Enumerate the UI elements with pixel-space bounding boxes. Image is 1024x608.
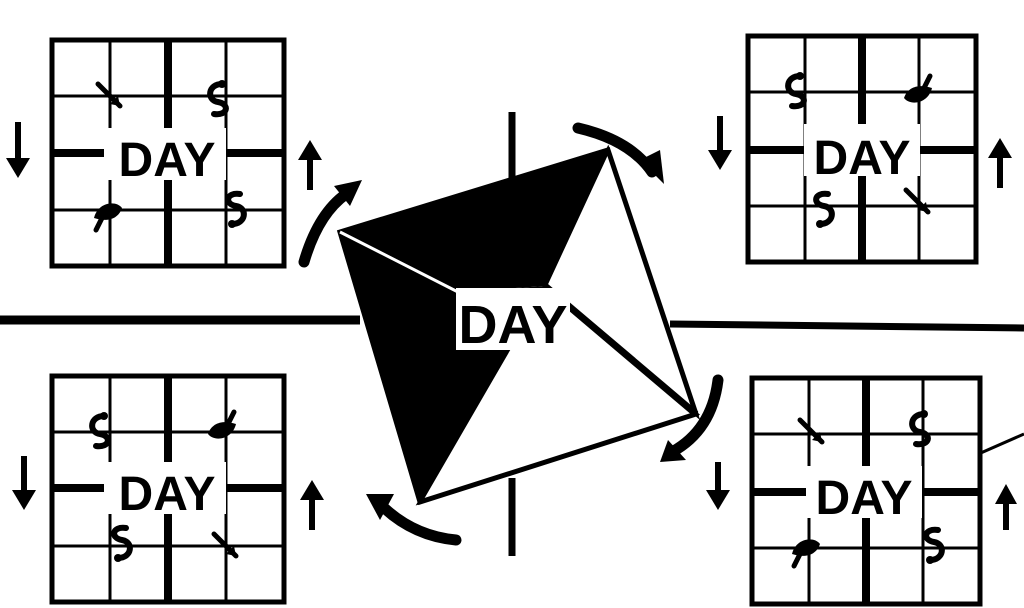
arrow-down-icon — [12, 456, 36, 510]
arrow-down-icon — [708, 116, 732, 170]
arrow-up-icon — [988, 138, 1012, 188]
central-rotating-shape: DAY — [336, 144, 701, 506]
panel-bottom-left-label: DAY — [119, 468, 216, 521]
arrow-up-icon — [300, 480, 324, 530]
rotation-arrow-icon — [572, 122, 664, 184]
horizon-line-right — [669, 320, 1024, 332]
arrow-up-icon — [995, 484, 1017, 530]
rotation-arrow-icon — [366, 494, 462, 546]
rotation-arrow-icon — [298, 180, 362, 268]
panel-top-left-label: DAY — [119, 134, 216, 187]
grid-panel-bottom-left: DAY — [49, 373, 287, 605]
grid-panel-top-left: DAY — [49, 37, 287, 269]
arrow-down-icon — [6, 122, 30, 178]
rotation-arrow-icon — [660, 374, 724, 462]
arrow-up-icon — [298, 140, 322, 190]
arrow-down-icon — [706, 462, 730, 510]
center-day-label: DAY — [458, 295, 567, 355]
grid-panel-bottom-right: DAY — [749, 375, 983, 607]
panel-bottom-right-label: DAY — [816, 472, 913, 525]
panel-top-right-label: DAY — [814, 132, 911, 185]
grid-panel-top-right: DAY — [745, 33, 979, 265]
